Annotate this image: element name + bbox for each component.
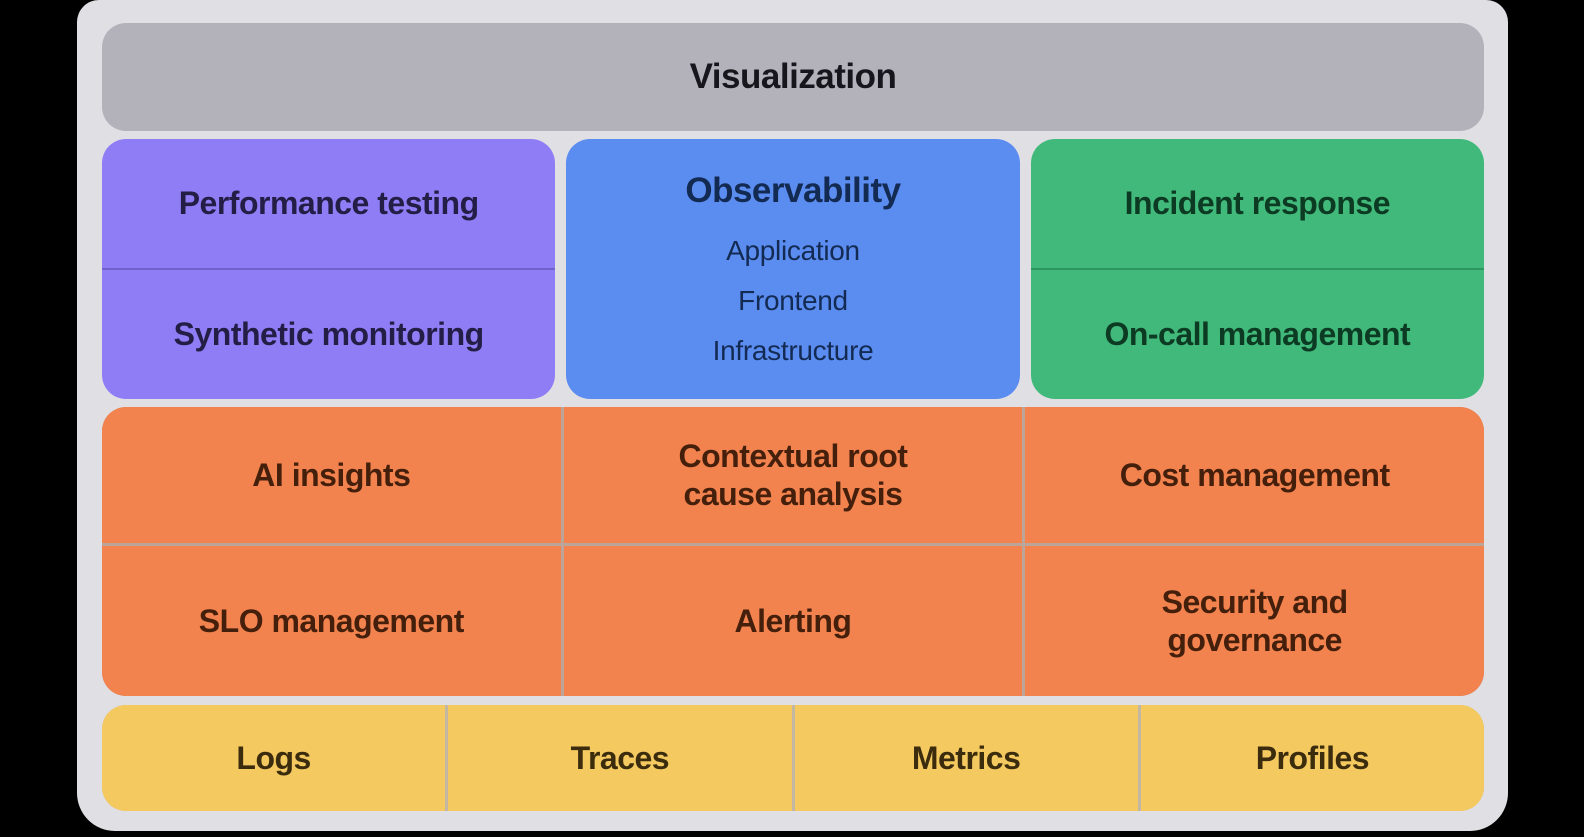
slo-management-cell: SLO management [102, 546, 561, 696]
observability-items: Application Frontend Infrastructure [566, 211, 1019, 399]
testing-block: Performance testing Synthetic monitoring [102, 139, 556, 399]
observability-stack-panel: Visualization Performance testing Synthe… [77, 0, 1508, 831]
cost-management-cell: Cost management [1025, 407, 1484, 544]
features-grid: AI insights Contextual root cause analys… [102, 407, 1484, 696]
on-call-management-cell: On-call management [1104, 316, 1411, 352]
alerting-cell: Alerting [563, 546, 1023, 696]
capability-row: Performance testing Synthetic monitoring… [102, 139, 1484, 399]
observability-block: Observability Application Frontend Infra… [566, 139, 1020, 399]
telemetry-row: Logs Traces Metrics Profiles [102, 705, 1484, 811]
incident-response-cell: Incident response [1124, 185, 1391, 221]
security-and-governance-cell: Security and governance [1025, 546, 1484, 696]
observability-item-application: Application [726, 235, 860, 266]
visualization-layer-block: Visualization [102, 23, 1484, 131]
traces-cell: Traces [448, 705, 792, 811]
incident-block: Incident response On-call management [1030, 139, 1484, 399]
divider [1030, 268, 1484, 270]
profiles-cell: Profiles [1140, 705, 1484, 811]
visualization-label: Visualization [689, 57, 897, 96]
divider [102, 268, 556, 270]
performance-testing-cell: Performance testing [178, 185, 479, 221]
observability-item-frontend: Frontend [738, 285, 848, 316]
logs-cell: Logs [102, 705, 446, 811]
observability-item-infrastructure: Infrastructure [712, 335, 874, 366]
observability-heading: Observability [685, 171, 901, 210]
synthetic-monitoring-cell: Synthetic monitoring [173, 316, 485, 352]
contextual-root-cause-analysis-cell: Contextual root cause analysis [563, 407, 1023, 544]
metrics-cell: Metrics [794, 705, 1138, 811]
ai-insights-cell: AI insights [102, 407, 561, 544]
